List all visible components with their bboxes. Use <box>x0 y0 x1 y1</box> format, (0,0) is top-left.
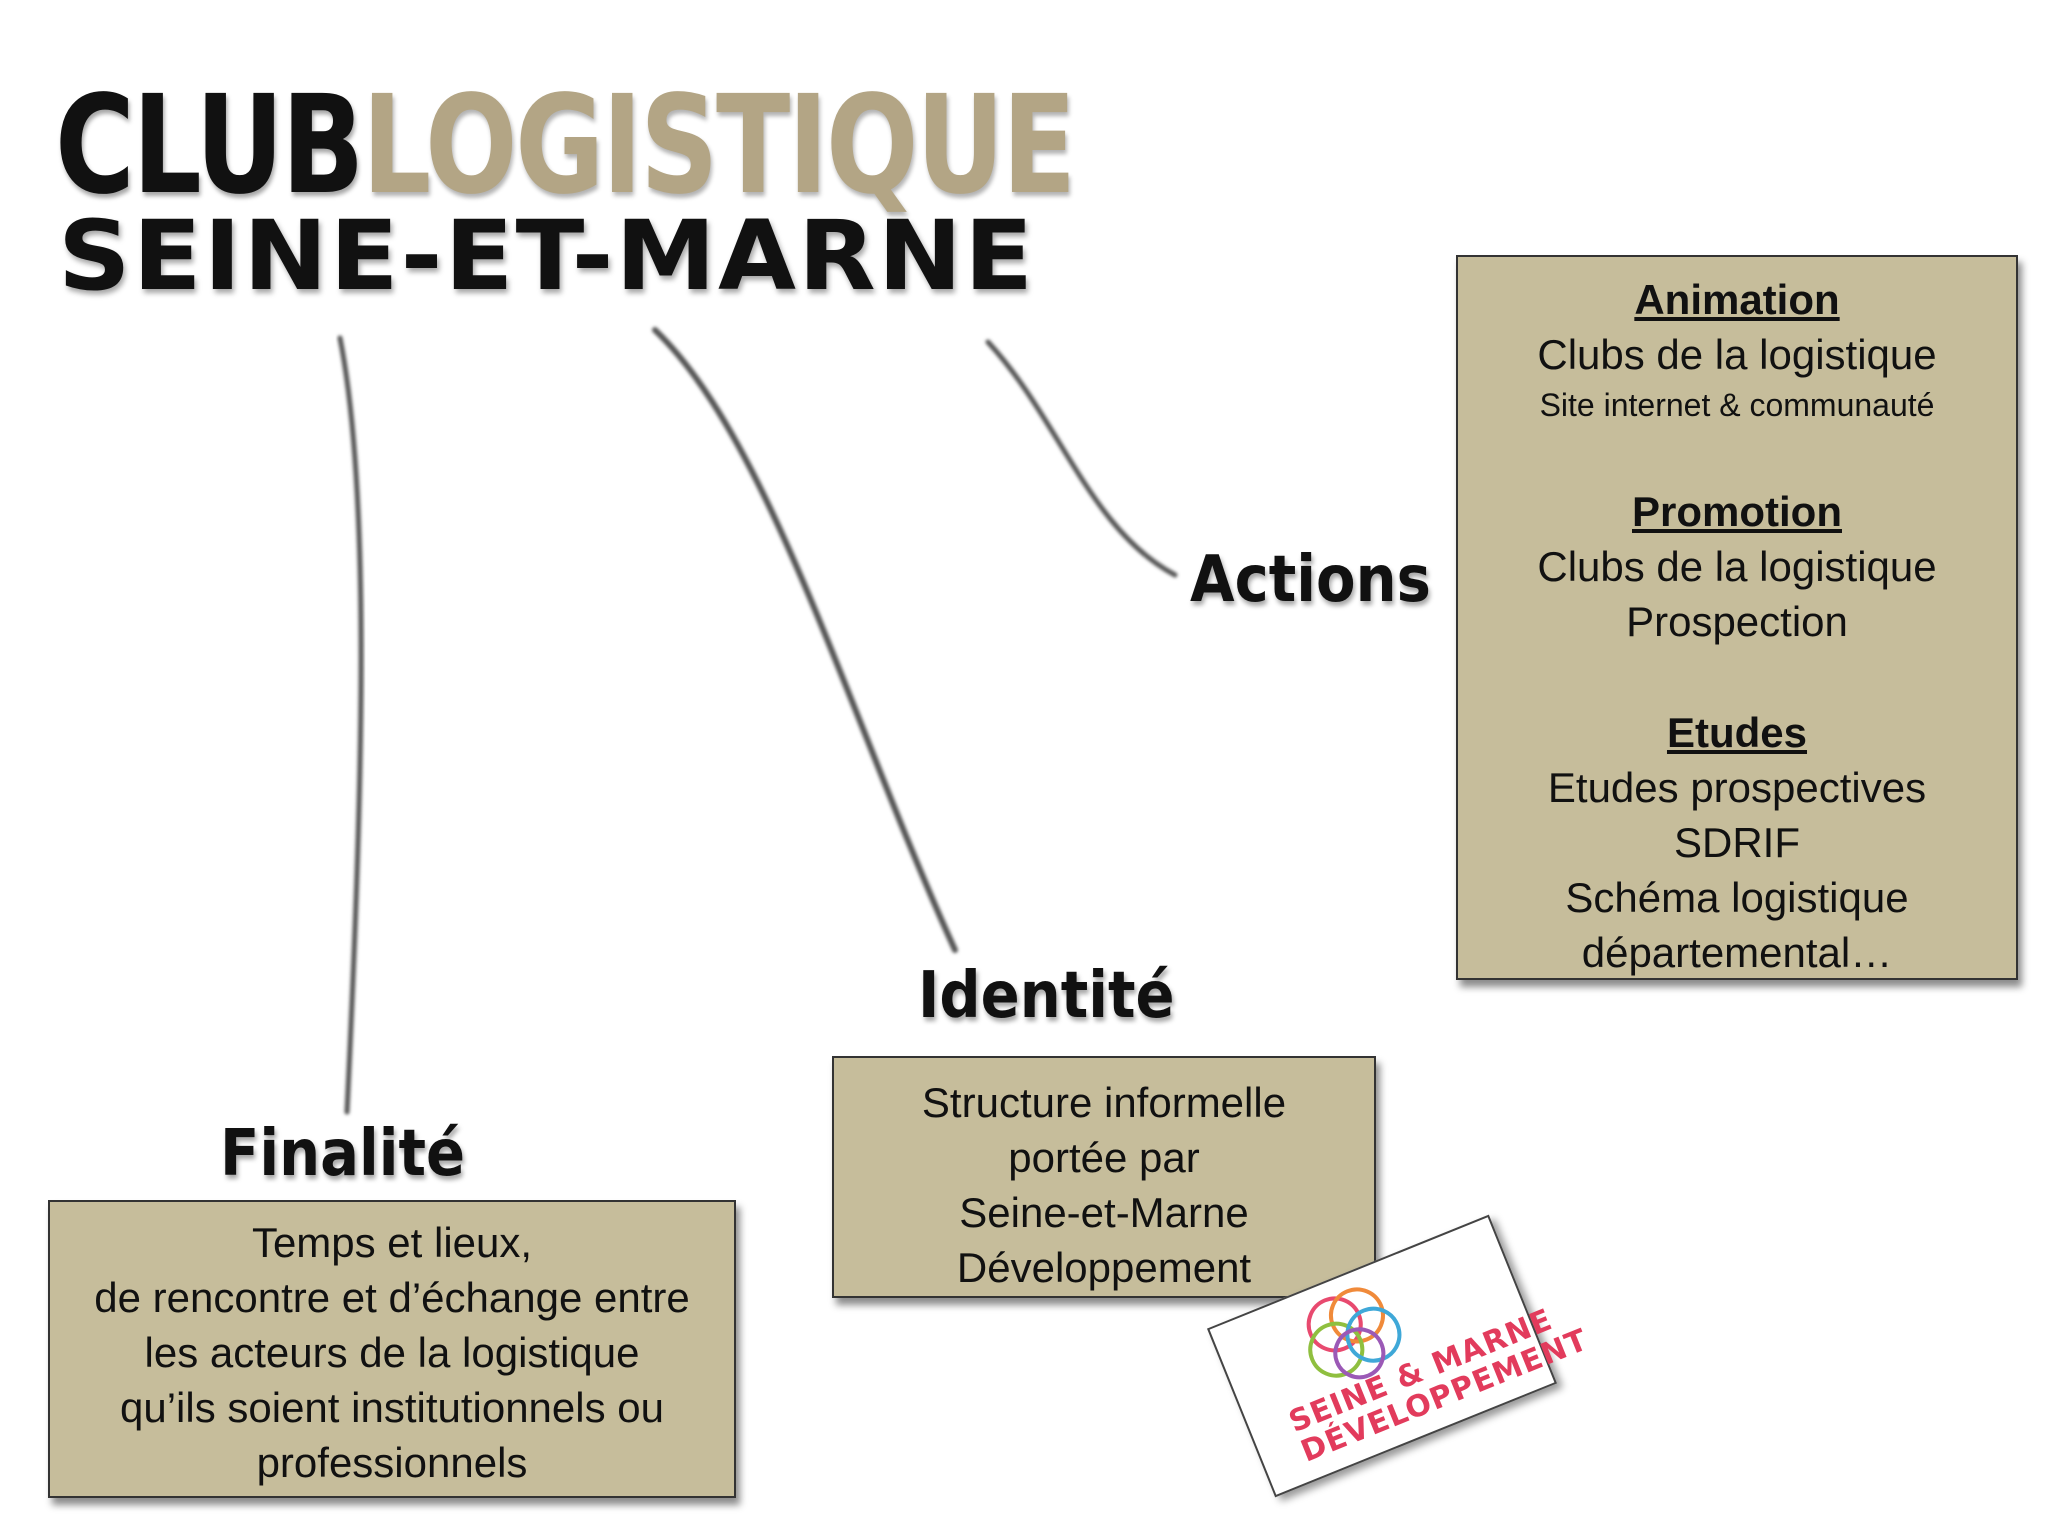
section-line: Clubs de la logistique <box>1537 331 1937 378</box>
connector-finalite <box>337 335 364 1115</box>
section-title-promotion: Promotion <box>1632 488 1842 535</box>
section-small-line: Site internet & communauté <box>1539 387 1935 423</box>
seine-et-marne-developpement-logo: SEINE & MARNE DÉVELOPPEMENT <box>1206 1214 1593 1498</box>
identite-box: Structure informelle portée par Seine-et… <box>832 1056 1376 1298</box>
section-line: départemental… <box>1581 929 1893 976</box>
identite-line: portée par <box>1008 1134 1200 1181</box>
section-line: Schéma logistique <box>1565 874 1909 921</box>
connector-identite <box>652 327 958 953</box>
connector-actions <box>985 339 1178 578</box>
finalite-line: les acteurs de la logistique <box>144 1329 640 1376</box>
heading-identite: Identité <box>918 959 1175 1033</box>
logo-word-club: CLUB <box>55 67 364 225</box>
section-spacer <box>1458 649 2016 705</box>
logo-subtitle: SEINE-ET-MARNE <box>58 200 1036 312</box>
identite-line: Seine-et-Marne <box>959 1189 1249 1236</box>
identite-line: Développement <box>956 1244 1252 1291</box>
section-line: Prospection <box>1626 598 1848 645</box>
logo-circle <box>1333 1327 1386 1380</box>
finalite-box: Temps et lieux, de rencontre et d’échang… <box>48 1200 736 1498</box>
logo-title-line: CLUBLOGISTIQUE <box>55 78 1076 214</box>
finalite-line: de rencontre et d’échange entre <box>94 1274 690 1321</box>
section-line: Etudes prospectives <box>1547 764 1927 811</box>
section-line: SDRIF <box>1674 819 1800 866</box>
finalite-line: Temps et lieux, <box>251 1219 533 1266</box>
section-title-etudes: Etudes <box>1666 709 1808 756</box>
logo-word-logistique: LOGISTIQUE <box>361 67 1076 225</box>
heading-finalite: Finalité <box>220 1117 466 1191</box>
section-spacer <box>1458 428 2016 484</box>
section-title-animation: Animation <box>1634 276 1840 323</box>
finalite-line: qu’ils soient institutionnels ou <box>120 1384 664 1431</box>
actions-box: Animation Clubs de la logistique Site in… <box>1456 255 2018 980</box>
finalite-line: professionnels <box>256 1439 528 1486</box>
heading-actions: Actions <box>1190 543 1431 617</box>
identite-line: Structure informelle <box>921 1079 1287 1126</box>
overlapping-circles-icon <box>1306 1287 1402 1380</box>
section-line: Clubs de la logistique <box>1537 543 1937 590</box>
